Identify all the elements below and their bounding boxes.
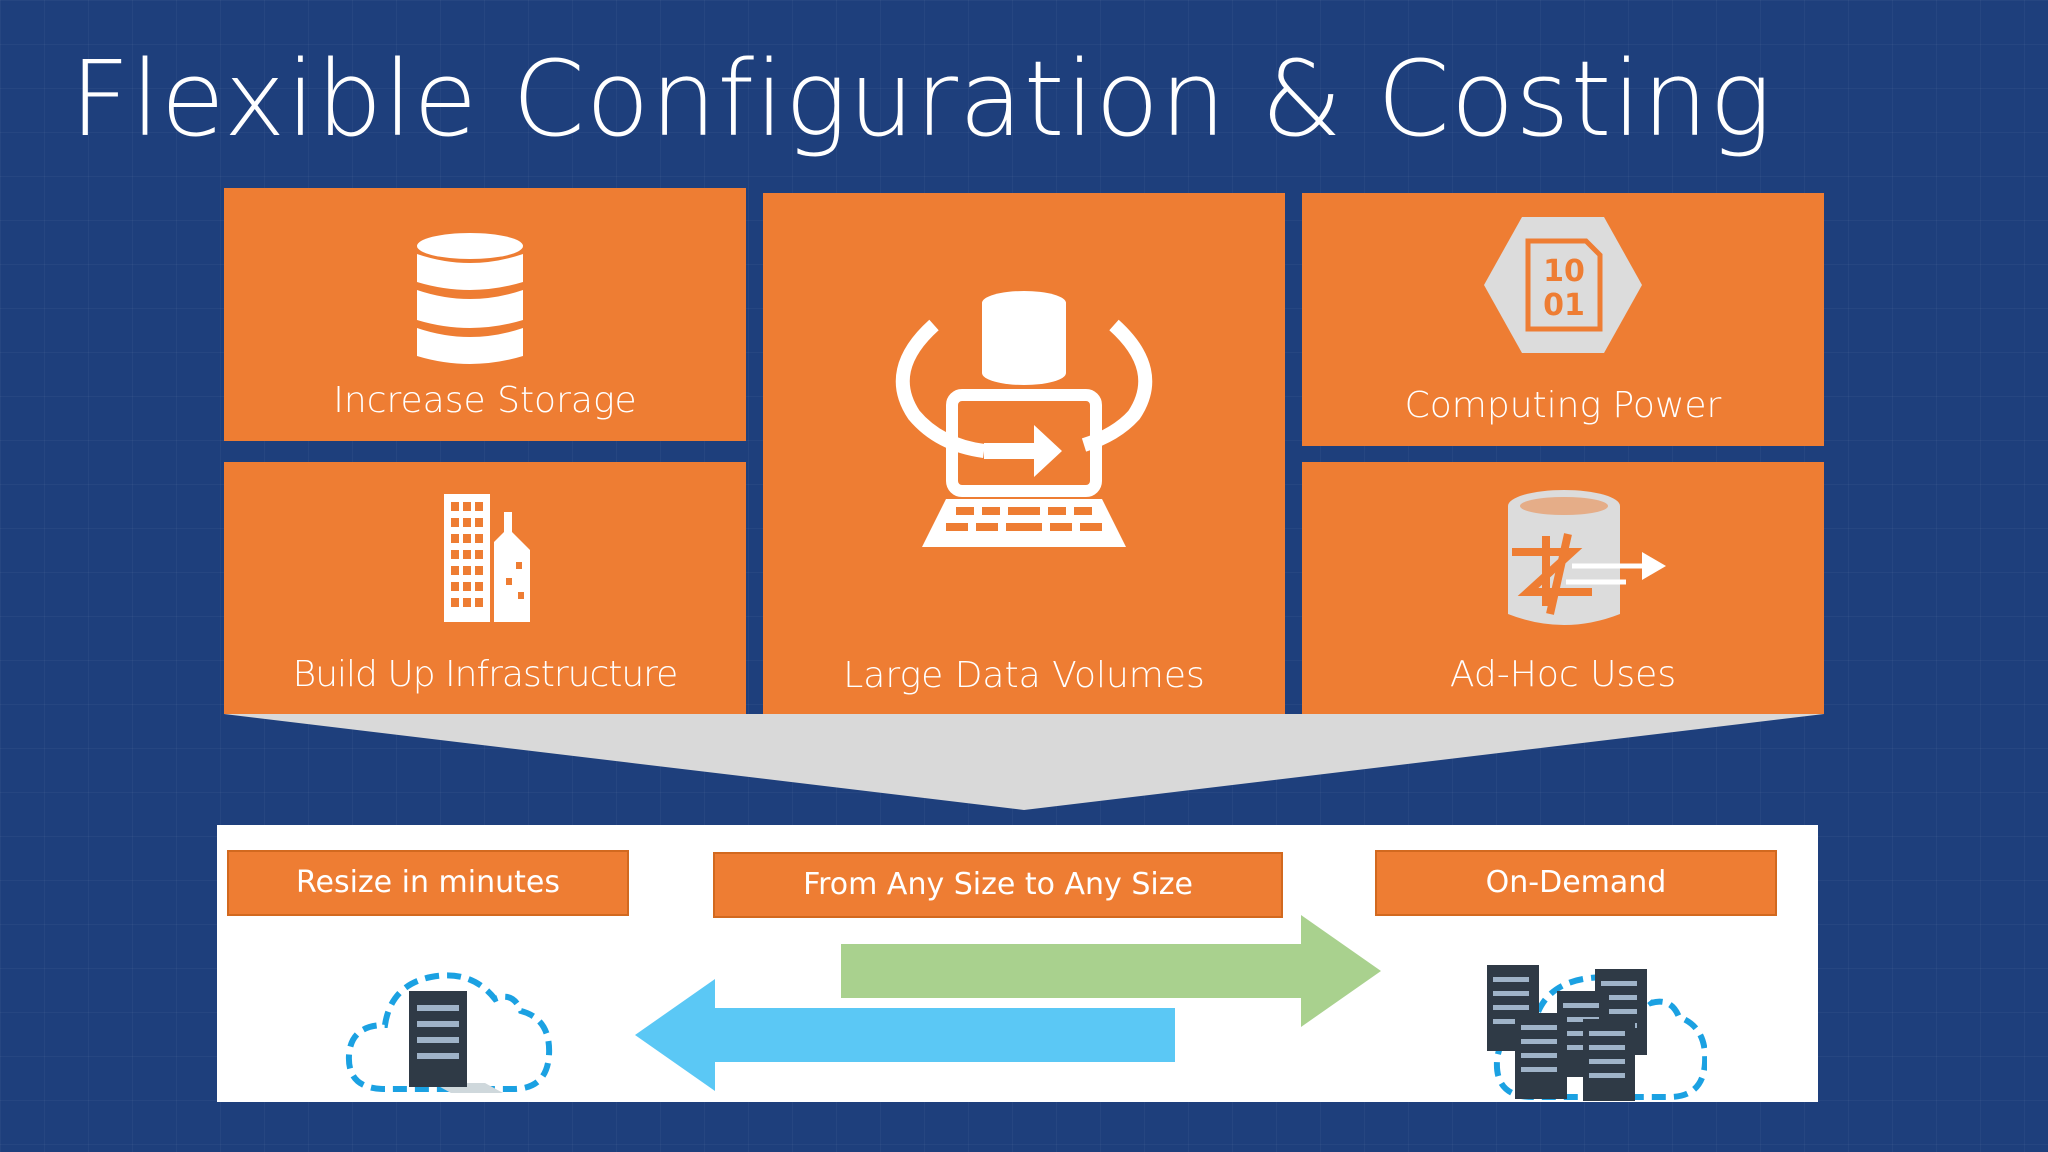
binary-hexagon-icon: 10 01 xyxy=(1484,217,1642,353)
binary-text-top: 10 xyxy=(1543,254,1585,289)
tile-label: Large Data Volumes xyxy=(843,655,1205,696)
tile-label: Ad-Hoc Uses xyxy=(1449,654,1677,695)
forward-arrow xyxy=(841,915,1381,1027)
tile-ad-hoc-uses: Ad-Hoc Uses xyxy=(1302,462,1824,714)
tile-label: Build Up Infrastructure xyxy=(292,654,679,695)
data-transfer-laptop-icon xyxy=(895,291,1153,547)
cloud-server-cluster-icon xyxy=(1487,965,1707,1101)
tile-label: Increase Storage xyxy=(333,380,637,421)
tag-from-any-size-to-any-size: From Any Size to Any Size xyxy=(713,852,1283,918)
tile-large-data-volumes: Large Data Volumes xyxy=(763,193,1285,714)
tag-on-demand: On-Demand xyxy=(1375,850,1777,916)
slide-title: Flexible Configuration & Costing xyxy=(70,38,1773,160)
binary-text-bottom: 01 xyxy=(1543,288,1585,323)
backward-arrow xyxy=(635,979,1175,1091)
tile-increase-storage: Increase Storage xyxy=(224,188,746,441)
tile-build-up-infrastructure: Build Up Infrastructure xyxy=(224,462,746,714)
bottom-panel: Resize in minutes From Any Size to Any S… xyxy=(217,825,1818,1102)
database-icon xyxy=(417,233,523,364)
cloud-single-server-icon xyxy=(345,972,553,1093)
buildings-icon xyxy=(444,494,530,622)
tag-resize-in-minutes: Resize in minutes xyxy=(227,850,629,916)
tile-computing-power: 10 01 Computing Power xyxy=(1302,193,1824,446)
data-stream-icon xyxy=(1508,490,1666,625)
tile-label: Computing Power xyxy=(1404,385,1722,426)
